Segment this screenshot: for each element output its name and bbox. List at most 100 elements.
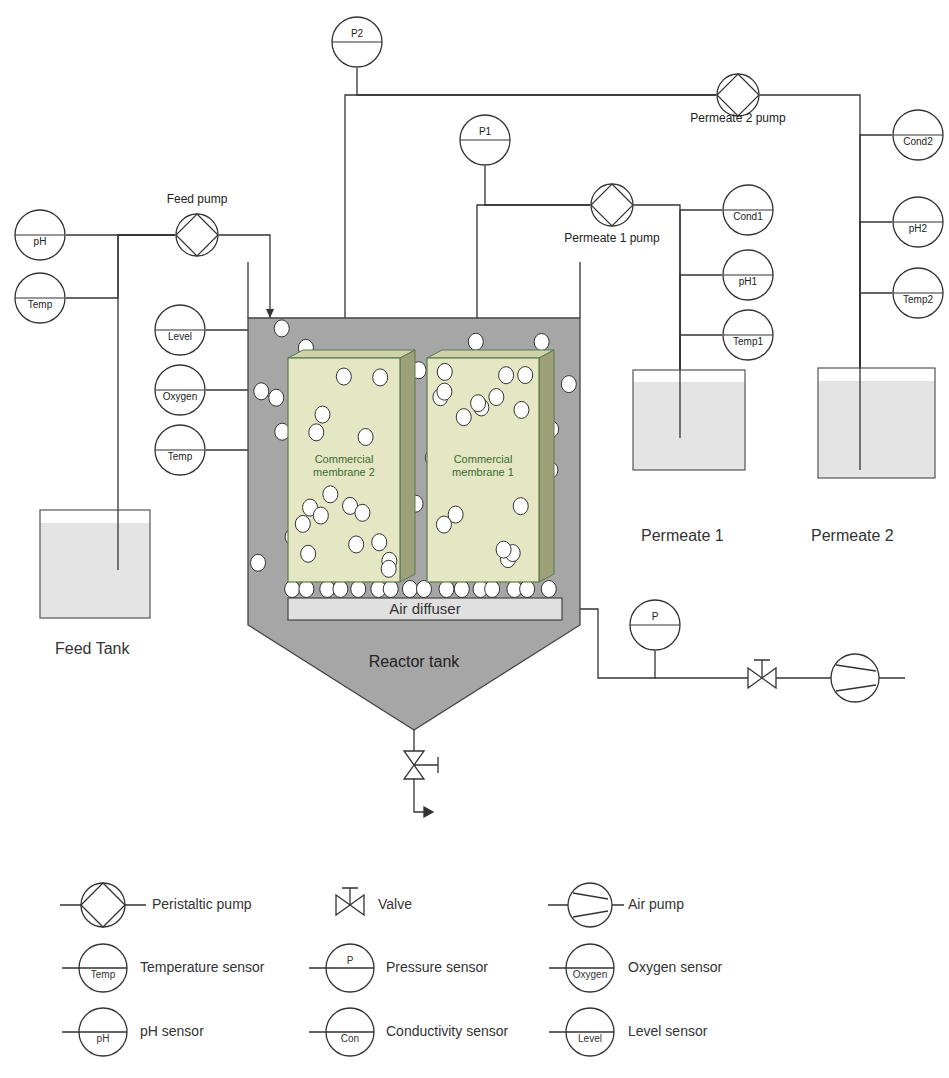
- diffuser-outline: [288, 598, 562, 620]
- pump-diamond: [717, 74, 759, 116]
- sensor-circle: Temp1: [722, 309, 774, 361]
- sensor-midline: [893, 221, 943, 222]
- pipe-line: [206, 329, 248, 330]
- membrane-front: [427, 358, 539, 582]
- node-outline: [716, 73, 760, 117]
- pipe-inlet: [679, 370, 680, 438]
- pipe-line: [206, 449, 248, 450]
- sensor-outline: [630, 600, 680, 650]
- sensor-outline: [155, 305, 205, 355]
- sensor-outline: [893, 268, 943, 318]
- sensor-outline: [723, 185, 773, 235]
- air-bubble: [351, 581, 366, 598]
- node-outline: [892, 196, 944, 248]
- node-outline: [154, 424, 206, 476]
- sensor-circle: P1: [459, 114, 511, 166]
- air-bubble: [471, 395, 486, 412]
- node-outline: [722, 184, 774, 236]
- tank-label: Permeate 2: [811, 527, 894, 545]
- air-bubble: [254, 383, 269, 400]
- node-outline: [154, 364, 206, 416]
- sensor-label: Cond2: [892, 136, 944, 148]
- air-bubble: [373, 369, 388, 386]
- air-bubble: [518, 367, 533, 384]
- air-bubble: [301, 545, 316, 562]
- sensor-label: P2: [331, 28, 383, 40]
- air-bubble: [456, 409, 471, 426]
- air-bubble: [285, 581, 300, 598]
- legend-level-sensor: [566, 1008, 614, 1056]
- tank-outline: [818, 368, 935, 478]
- peristaltic-pump: Permeate 2 pump: [716, 73, 760, 117]
- peristaltic-pump: Feed pump: [175, 213, 219, 257]
- diffuser-label: Air diffuser: [389, 600, 460, 617]
- membrane-side: [400, 350, 415, 582]
- air-bubble: [383, 581, 398, 598]
- legend-air-pump-inner: [573, 893, 608, 917]
- node-outline: [892, 109, 944, 161]
- sensor-outline: [155, 365, 205, 415]
- air-valve-stem: [754, 660, 770, 678]
- sensor-circle: Oxygen: [154, 364, 206, 416]
- sensor-midline: [723, 334, 773, 335]
- sensor-label: P: [629, 611, 681, 623]
- legend-text: Peristaltic pump: [152, 896, 252, 912]
- pump-outline: [176, 214, 218, 256]
- node-outline: [459, 114, 511, 166]
- sensor-midline: [155, 389, 205, 390]
- sensor-circle: pH2: [892, 196, 944, 248]
- air-bubble: [333, 581, 348, 598]
- tank-outline: [633, 370, 745, 470]
- pipe-line: [219, 235, 270, 318]
- symbol-label: Temp: [91, 969, 115, 981]
- pipe-line: [485, 166, 590, 205]
- sensor-label: Temp: [154, 451, 206, 463]
- sensor-circle: pH: [14, 209, 66, 261]
- legend-text: pH sensor: [140, 1023, 204, 1039]
- symbol-label: Oxygen: [573, 969, 607, 981]
- tank-outline: [40, 510, 150, 618]
- sensor-midline: [723, 209, 773, 210]
- sensor-outline: [155, 425, 205, 475]
- pipe-inlet: [117, 510, 118, 570]
- sensor-midline: [15, 234, 65, 235]
- air-bubble: [295, 515, 310, 532]
- sensor-midline: [630, 624, 680, 625]
- air-bubble: [323, 486, 338, 503]
- drain-arrow: [424, 807, 433, 817]
- sensor-midline: [893, 292, 943, 293]
- sensor-label: Level: [154, 331, 206, 343]
- legend-text: Conductivity sensor: [386, 1023, 508, 1039]
- sensor-midline: [893, 134, 943, 135]
- membrane-top: [288, 350, 415, 358]
- air-bubble: [274, 320, 289, 337]
- air-bubble: [541, 581, 556, 598]
- legend-oxygen-sensor: [566, 944, 614, 992]
- air-pump-inner: [836, 665, 876, 691]
- air-bubble: [372, 534, 387, 551]
- sensor-outline: [893, 197, 943, 247]
- tank-label: Permeate 1: [641, 527, 724, 545]
- sensor-circle: Temp: [14, 272, 66, 324]
- air-bubble: [499, 367, 514, 384]
- pump-label: Feed pump: [167, 193, 228, 207]
- air-bubble: [468, 333, 483, 350]
- pump-diamond: [176, 214, 218, 256]
- air-bubble: [381, 560, 396, 577]
- drain-valve: [404, 730, 438, 812]
- air-bubble: [489, 389, 504, 406]
- sensor-label: Cond1: [722, 211, 774, 223]
- node-outline: [892, 267, 944, 319]
- reactor-outline: [248, 318, 580, 730]
- node-outline: [590, 183, 634, 227]
- pump-outline: [591, 184, 633, 226]
- air-bubble: [315, 406, 330, 423]
- sensor-circle: Temp: [154, 424, 206, 476]
- sensor-midline: [155, 329, 205, 330]
- sensor-midline: [723, 274, 773, 275]
- legend-ph-sensor: [79, 1008, 127, 1056]
- sensor-circle: P: [629, 599, 681, 651]
- sensor-label: pH2: [892, 223, 944, 235]
